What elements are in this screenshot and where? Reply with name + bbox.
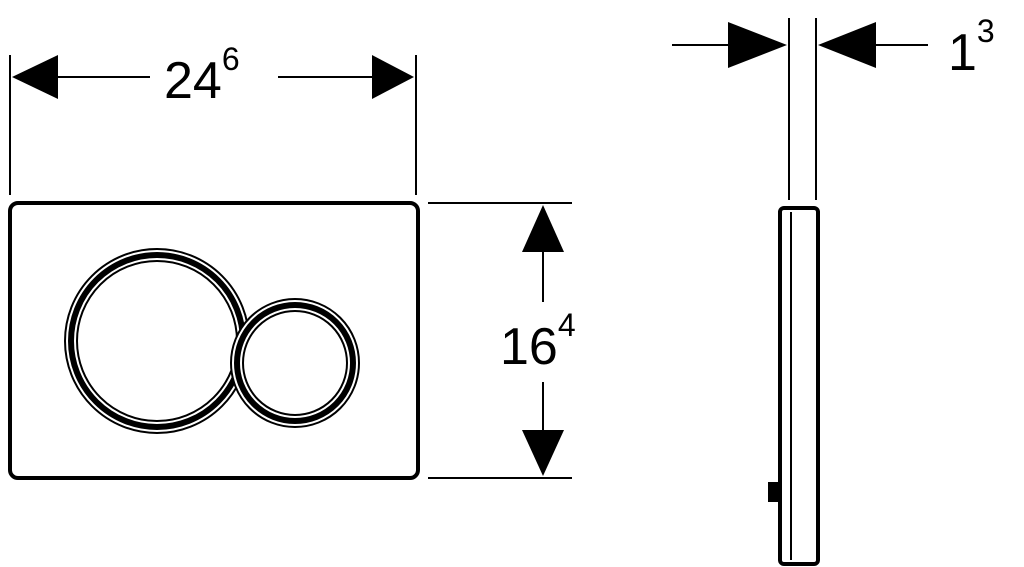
depth-arrow-left: [728, 22, 787, 68]
depth-dimension-label: 13: [948, 13, 995, 82]
plate-side-profile: [778, 206, 820, 566]
width-arrow-right: [372, 55, 414, 99]
height-dimension-label: 164: [500, 307, 576, 376]
mounting-clip: [768, 482, 780, 502]
height-dimension: 164: [500, 205, 576, 476]
height-arrow-top: [522, 205, 564, 252]
depth-value: 1: [948, 24, 977, 82]
large-flush-button: [64, 248, 250, 434]
width-superscript: 6: [222, 41, 240, 77]
front-view: 246 164: [8, 41, 576, 480]
depth-dimension: 13: [672, 13, 995, 82]
width-arrow-left: [12, 55, 58, 99]
height-arrow-bottom: [522, 430, 564, 476]
width-dimension-label: 246: [164, 41, 240, 110]
depth-arrow-right: [818, 22, 876, 68]
small-flush-button: [230, 298, 360, 428]
side-view: 13: [672, 13, 995, 566]
height-value: 16: [500, 318, 558, 376]
width-dimension: 246: [12, 41, 414, 110]
depth-superscript: 3: [977, 13, 995, 49]
height-superscript: 4: [558, 307, 576, 343]
width-value: 24: [164, 52, 222, 110]
